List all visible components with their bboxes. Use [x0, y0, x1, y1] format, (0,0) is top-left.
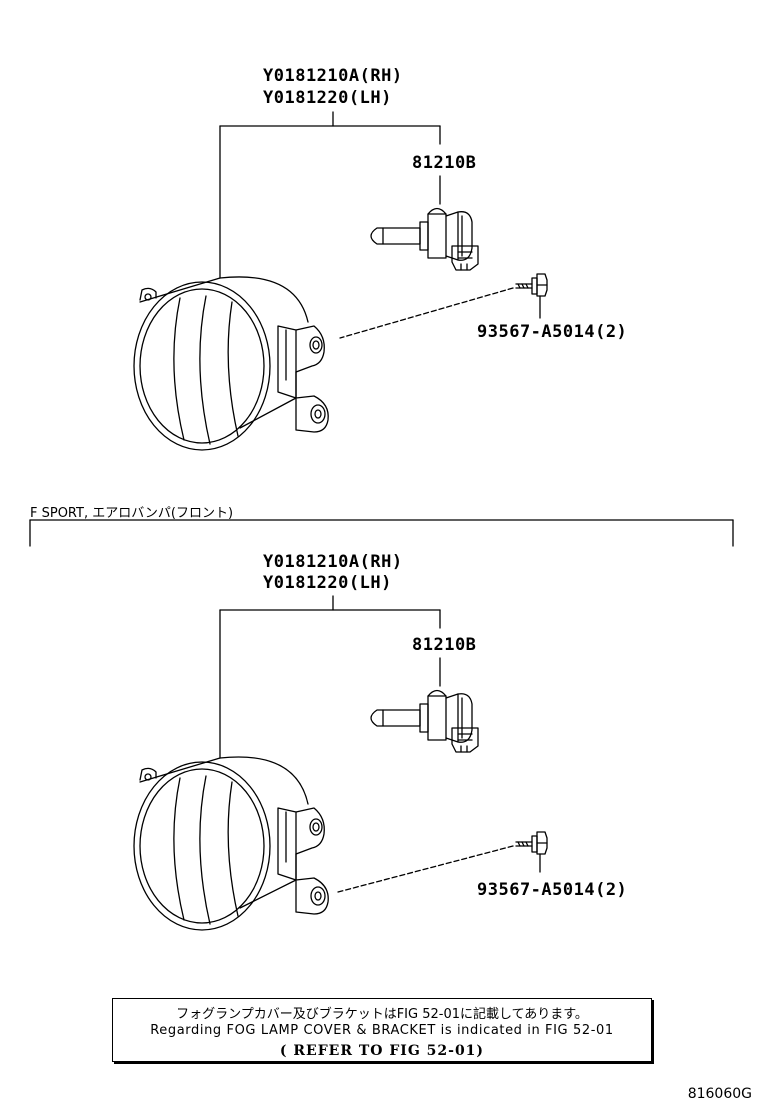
bottom-bulb-drawing — [370, 689, 479, 753]
top-screw-drawing — [339, 273, 548, 339]
top-bulb-drawing — [370, 207, 479, 271]
top-fog-lamp-drawing — [133, 276, 329, 451]
bottom-assembly-rh-label: Y0181210A(RH) — [263, 552, 403, 572]
note-line-english: Regarding FOG LAMP COVER & BRACKET is in… — [150, 1023, 614, 1038]
bottom-assembly-lh-label: Y0181220(LH) — [263, 573, 392, 593]
top-leader-lines — [219, 111, 441, 279]
bottom-bulb-label: 81210B — [412, 635, 476, 655]
top-assembly-rh-label: Y0181210A(RH) — [263, 66, 403, 86]
top-assembly-lh-label: Y0181220(LH) — [263, 88, 392, 108]
figure-id: 816060G — [687, 1086, 752, 1102]
note-line-refer: ( REFER TO FIG 52-01) — [279, 1043, 485, 1059]
bottom-leader-lines — [219, 595, 441, 759]
note-line-japanese: フォグランプカバー及びブラケットはFIG 52-01に記載してあります。 — [176, 1007, 588, 1022]
bottom-screw-label: 93567-A5014(2) — [477, 880, 627, 900]
bottom-screw-drawing — [337, 831, 548, 893]
reference-note-box: フォグランプカバー及びブラケットはFIG 52-01に記載してあります。 Reg… — [112, 998, 652, 1062]
top-screw-label: 93567-A5014(2) — [477, 322, 627, 342]
variant-label: F SPORT, エアロバンパ(フロント) — [30, 506, 234, 521]
bottom-fog-lamp-drawing — [133, 756, 329, 931]
top-group: Y0181210A(RH) Y0181220(LH) 81210B 93567-… — [133, 66, 627, 451]
variant-bracket — [29, 519, 734, 547]
top-bulb-label: 81210B — [412, 153, 476, 173]
bottom-group: Y0181210A(RH) Y0181220(LH) 81210B 93567-… — [133, 552, 627, 931]
